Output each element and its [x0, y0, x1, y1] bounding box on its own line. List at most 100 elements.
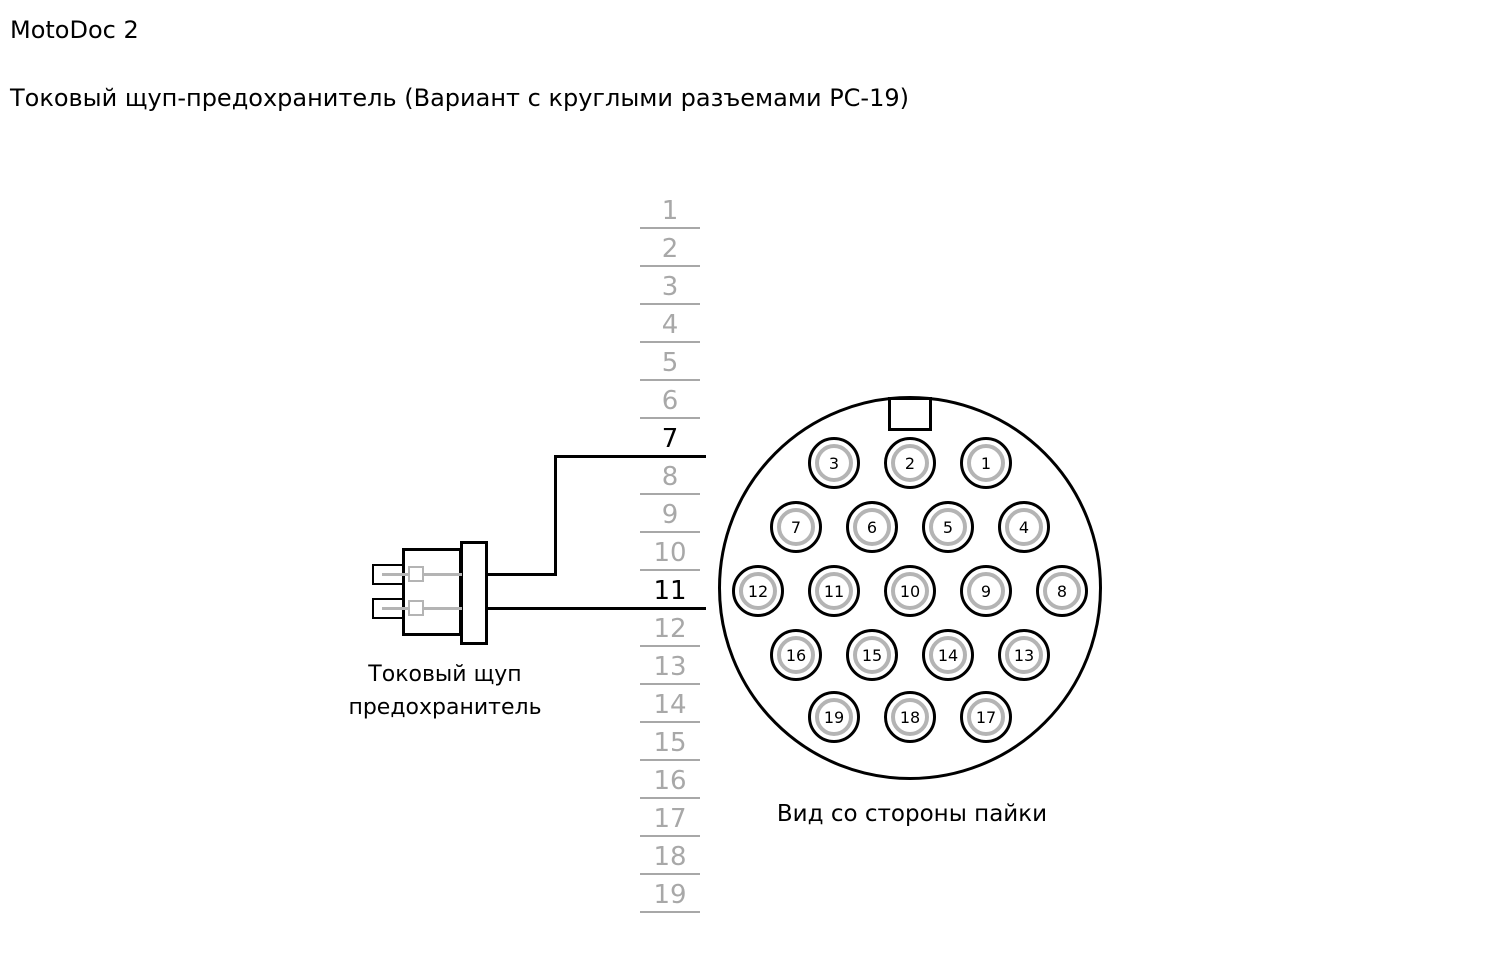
connector-pin-19: 19 — [808, 691, 860, 743]
wire-row-16: 16 — [634, 763, 706, 801]
wire-row-18: 18 — [634, 839, 706, 877]
pin-ring: 16 — [777, 636, 815, 674]
pin-number: 18 — [899, 707, 921, 727]
wire-number: 3 — [661, 272, 679, 302]
pin-ring: 4 — [1005, 508, 1043, 546]
pin-ring: 7 — [777, 508, 815, 546]
pin-number: 7 — [790, 517, 802, 537]
pin-ring: 11 — [815, 572, 853, 610]
wire-line — [640, 911, 700, 913]
wire-row-14: 14 — [634, 687, 706, 725]
connector-pin-5: 5 — [922, 501, 974, 553]
wire-line — [640, 797, 700, 799]
pin-ring: 13 — [1005, 636, 1043, 674]
connector-pin-10: 10 — [884, 565, 936, 617]
connector-pin-1: 1 — [960, 437, 1012, 489]
connector-pin-9: 9 — [960, 565, 1012, 617]
wire-number: 5 — [661, 348, 679, 378]
wire-row-4: 4 — [634, 307, 706, 345]
fuse-end-cap — [460, 541, 488, 645]
pin-number: 15 — [861, 645, 883, 665]
wire-number: 7 — [661, 424, 679, 454]
pin-ring: 17 — [967, 698, 1005, 736]
pin-number: 13 — [1013, 645, 1035, 665]
fuse-body — [402, 548, 462, 636]
wire-number: 19 — [653, 880, 687, 910]
pin-ring: 19 — [815, 698, 853, 736]
connector-pin-7: 7 — [770, 501, 822, 553]
connector-pin-2: 2 — [884, 437, 936, 489]
wire-line-active — [554, 455, 706, 458]
wire-line — [640, 683, 700, 685]
wire-line — [640, 569, 700, 571]
connector-pin-6: 6 — [846, 501, 898, 553]
pin-ring: 15 — [853, 636, 891, 674]
connector-view-caption: Вид со стороны пайки — [776, 801, 1048, 827]
pin-number: 4 — [1018, 517, 1030, 537]
pin-ring: 12 — [739, 572, 777, 610]
pin-number: 3 — [828, 453, 840, 473]
wire-number: 15 — [653, 728, 687, 758]
connector-pin-12: 12 — [732, 565, 784, 617]
connector-pin-13: 13 — [998, 629, 1050, 681]
pin-number: 8 — [1056, 581, 1068, 601]
pin-ring: 2 — [891, 444, 929, 482]
app-title: MotoDoc 2 — [10, 16, 139, 44]
connector-pin-15: 15 — [846, 629, 898, 681]
wire-number: 13 — [653, 652, 687, 682]
probe-label-line1: Токовый щуп — [368, 662, 522, 687]
connector-pin-16: 16 — [770, 629, 822, 681]
connector-pin-11: 11 — [808, 565, 860, 617]
pin-number: 10 — [899, 581, 921, 601]
wire-segment-top-horizontal — [486, 573, 556, 576]
pin-ring: 14 — [929, 636, 967, 674]
fuse-contact-top — [408, 566, 424, 582]
diagram-title: Токовый щуп-предохранитель (Вариант с кр… — [10, 84, 909, 112]
wire-number: 18 — [653, 842, 687, 872]
pin-number: 1 — [980, 453, 992, 473]
wire-row-12: 12 — [634, 611, 706, 649]
wire-row-10: 10 — [634, 535, 706, 573]
wire-number: 8 — [661, 462, 679, 492]
wire-number: 12 — [653, 614, 687, 644]
wire-line — [640, 531, 700, 533]
wire-row-11: 11 — [488, 573, 706, 611]
wire-row-17: 17 — [634, 801, 706, 839]
pin-ring: 9 — [967, 572, 1005, 610]
wire-number: 1 — [661, 196, 679, 226]
wire-line — [640, 873, 700, 875]
wire-row-5: 5 — [634, 345, 706, 383]
wire-row-7: 7 — [554, 421, 706, 459]
connector-pin-18: 18 — [884, 691, 936, 743]
pin-ring: 10 — [891, 572, 929, 610]
pin-ring: 3 — [815, 444, 853, 482]
pin-number: 11 — [823, 581, 845, 601]
wire-line — [640, 265, 700, 267]
wire-line — [640, 227, 700, 229]
wire-number: 10 — [653, 538, 687, 568]
probe-label: Токовый щуп предохранитель — [320, 658, 570, 724]
pin-number: 5 — [942, 517, 954, 537]
wire-line — [640, 303, 700, 305]
wire-number: 2 — [661, 234, 679, 264]
connector-pin-4: 4 — [998, 501, 1050, 553]
wire-number: 11 — [653, 576, 687, 606]
wire-line — [640, 835, 700, 837]
pin-number: 6 — [866, 517, 878, 537]
pin-number: 2 — [904, 453, 916, 473]
connector-pin-14: 14 — [922, 629, 974, 681]
connector-pin-3: 3 — [808, 437, 860, 489]
probe-label-line2: предохранитель — [348, 695, 542, 720]
pin-ring: 5 — [929, 508, 967, 546]
wire-line — [640, 721, 700, 723]
wire-line-active — [488, 607, 706, 610]
wire-row-19: 19 — [634, 877, 706, 915]
connector-pin-17: 17 — [960, 691, 1012, 743]
wire-line — [640, 341, 700, 343]
fuse-contact-bottom — [408, 600, 424, 616]
pin-ring: 18 — [891, 698, 929, 736]
wire-number: 6 — [661, 386, 679, 416]
wire-number: 14 — [653, 690, 687, 720]
wire-line — [640, 645, 700, 647]
